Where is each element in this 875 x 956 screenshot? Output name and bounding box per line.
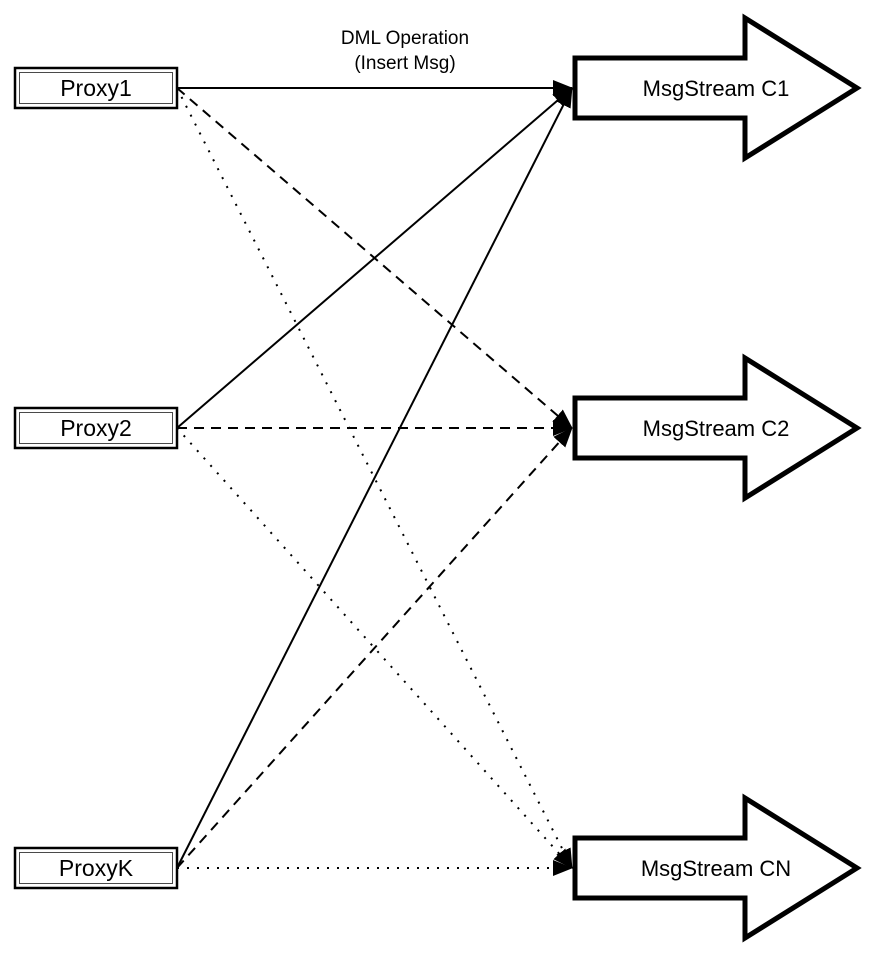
edge-proxyk-c1 <box>176 87 573 869</box>
annotation-line1: DML Operation <box>341 28 469 49</box>
edges-layer <box>176 80 573 876</box>
stream-c2-label: MsgStream C2 <box>643 416 790 441</box>
proxy2-label: Proxy2 <box>60 415 132 441</box>
proxy1-box <box>13 66 179 110</box>
proxyk-label: ProxyK <box>59 855 134 881</box>
stream-c2-arrow-shape <box>572 353 862 503</box>
edge-annotation: DML Operation (Insert Msg) <box>341 28 469 74</box>
stream-c1-node: MsgStream C1 <box>572 13 862 163</box>
annotation-line2: (Insert Msg) <box>354 53 455 74</box>
stream-c2-node: MsgStream C2 <box>572 353 862 503</box>
edge-proxyk-c2 <box>176 427 573 869</box>
stream-c1-label: MsgStream C1 <box>643 76 790 101</box>
proxy2-box-inner-border <box>19 412 173 444</box>
proxyk-box-inner-border <box>19 852 173 884</box>
proxy1-label: Proxy1 <box>60 75 132 101</box>
stream-c1-arrow-shape <box>572 13 862 163</box>
stream-cn-arrow-shape <box>572 793 862 943</box>
proxy2-box <box>13 406 179 450</box>
proxy2-node: Proxy2 <box>13 406 179 450</box>
proxyk-node: ProxyK <box>13 846 179 890</box>
proxy1-node: Proxy1 <box>13 66 179 110</box>
proxy1-box-inner-border <box>19 72 173 104</box>
stream-cn-node: MsgStream CN <box>572 793 862 943</box>
proxyk-box <box>13 846 179 890</box>
edge-proxy2-c1 <box>176 87 573 429</box>
stream-cn-label: MsgStream CN <box>641 856 791 881</box>
